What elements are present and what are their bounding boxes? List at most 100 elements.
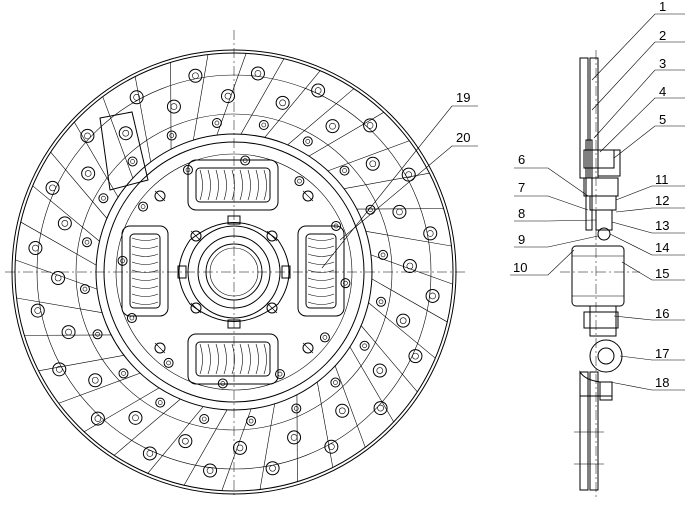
rivet: [251, 67, 264, 80]
rivet: [164, 358, 173, 367]
callout-17: 17: [655, 346, 669, 361]
hub-flange-upper: [590, 196, 616, 210]
rivet-hole: [237, 445, 243, 451]
rivet-hole: [255, 70, 261, 76]
rivet-hole: [294, 406, 298, 410]
rivet-hole: [221, 381, 225, 385]
callout-4: 4: [659, 84, 666, 99]
rivet: [366, 157, 379, 170]
facing-groove: [241, 59, 284, 134]
rivet: [393, 205, 406, 218]
rivet-hole: [306, 139, 310, 143]
facing-groove: [184, 410, 227, 485]
rivet-hole: [85, 170, 91, 176]
rivet: [379, 250, 388, 259]
rivet: [204, 464, 217, 477]
facing-left-lower: [580, 372, 588, 490]
callout-19: 19: [456, 90, 470, 105]
facing-right-lower: [590, 372, 598, 490]
damper-spring-bottom: [188, 334, 278, 384]
rivet: [31, 304, 44, 317]
rivet-hole: [377, 368, 383, 374]
rivet: [234, 441, 247, 454]
callout-15: 15: [655, 266, 669, 281]
rivet: [58, 217, 71, 230]
facing-groove: [51, 152, 107, 218]
callout-13: 13: [655, 218, 669, 233]
rivet-hole: [225, 93, 231, 99]
facing-groove: [361, 326, 417, 392]
rivet: [373, 364, 386, 377]
callout-12: 12: [655, 193, 669, 208]
hub-cylinder: [572, 246, 624, 306]
rivet-18: [600, 382, 612, 400]
rivet: [139, 202, 148, 211]
rivet-hole: [249, 419, 253, 423]
facing-groove: [328, 141, 409, 171]
callout-10: 10: [513, 260, 527, 275]
facing-groove: [288, 89, 354, 145]
facing-groove: [366, 231, 452, 246]
rivet: [292, 404, 301, 413]
hub-flange-lower: [590, 306, 616, 336]
facing-right-upper: [590, 58, 598, 178]
leader-line: [622, 262, 685, 280]
leader-line: [592, 42, 685, 110]
rivet: [326, 120, 339, 133]
rivet: [129, 411, 142, 424]
rivet-hole: [412, 353, 418, 359]
leader-line: [610, 382, 685, 390]
rivet: [212, 118, 221, 127]
rivet-hole: [430, 293, 436, 299]
rivet-hole: [243, 159, 247, 163]
rivet-hole: [132, 415, 138, 421]
rivet-hole: [400, 318, 406, 324]
rivet-hole: [291, 434, 297, 440]
facing-groove: [335, 366, 365, 447]
rivet-hole: [50, 185, 56, 191]
damper-spring-right: [298, 226, 344, 316]
facing-groove: [33, 186, 100, 241]
rivet: [295, 177, 304, 186]
rivet-hole: [123, 130, 129, 136]
rivet-hole: [62, 220, 68, 226]
rivet: [325, 440, 338, 453]
leader-line: [612, 222, 685, 233]
rivet: [119, 369, 128, 378]
retainer-plate-lower: [584, 312, 618, 328]
leader-line: [514, 236, 598, 247]
rivet-hole: [363, 344, 367, 348]
facing-groove: [17, 298, 103, 313]
rivet-hole: [367, 122, 373, 128]
rivet: [167, 131, 176, 140]
facing-groove: [265, 71, 320, 138]
facing-groove: [84, 388, 159, 432]
rivet: [119, 127, 132, 140]
rivet-hole: [85, 240, 89, 244]
rivet-hole: [396, 209, 402, 215]
facing-groove: [193, 55, 208, 141]
facing-groove: [309, 112, 384, 156]
rivet: [402, 168, 415, 181]
rivet-hole: [370, 161, 376, 167]
rivet: [29, 242, 42, 255]
rivet-hole: [207, 468, 213, 474]
rivet-hole: [170, 134, 174, 138]
rivet-hole: [158, 401, 162, 405]
facing-groove: [74, 122, 118, 197]
rivet-hole: [215, 121, 219, 125]
rivet: [82, 238, 91, 247]
rivet: [127, 314, 136, 323]
callout-18: 18: [655, 375, 669, 390]
rivet: [259, 120, 268, 129]
disc-plate-upper: [586, 140, 592, 230]
damper-spring-section: [590, 340, 622, 372]
leader-line: [620, 356, 685, 360]
rivet: [397, 314, 410, 327]
rivet-hole: [66, 329, 72, 335]
facing-groove: [59, 373, 140, 403]
rivet-hole: [323, 335, 327, 339]
rivet: [241, 156, 250, 165]
